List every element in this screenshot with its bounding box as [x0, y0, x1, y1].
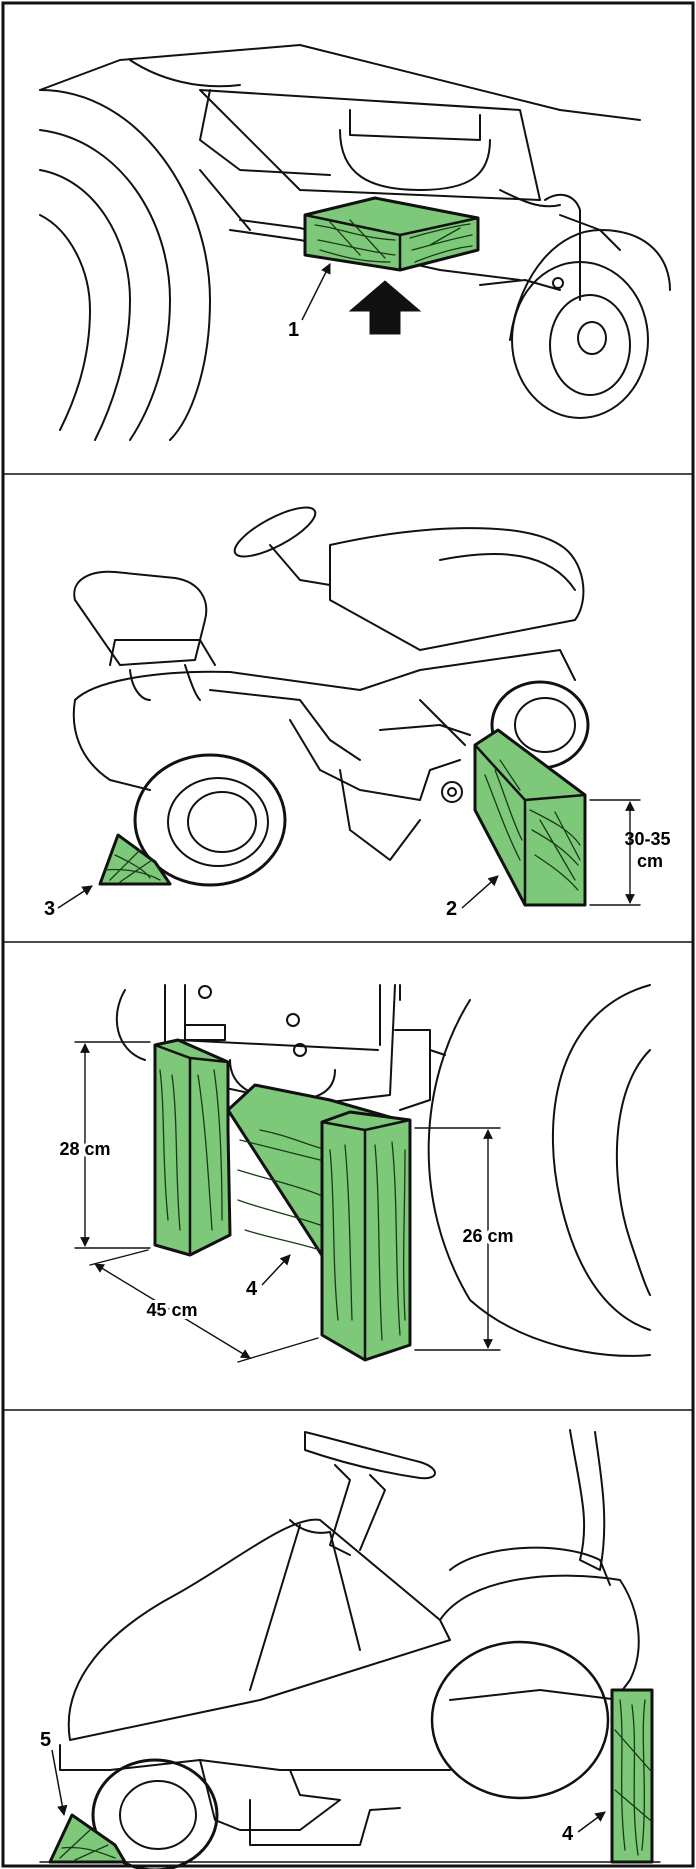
- dimension-30-35: 30-35 cm: [624, 829, 675, 871]
- up-arrow-icon: [348, 280, 422, 335]
- wedge-3: [98, 833, 172, 886]
- dimension-arrow-icon: [94, 1263, 251, 1359]
- label-3: 3: [44, 898, 55, 920]
- wood-block-2: [473, 728, 587, 907]
- leader-arrow-icon: [301, 263, 331, 321]
- label-5: 5: [40, 1729, 51, 1751]
- leader-arrow-icon: [577, 1811, 606, 1833]
- panel-3: 28 cm 26 cm 45 cm 4: [56, 984, 651, 1363]
- label-4: 4: [246, 1278, 258, 1300]
- label-2: 2: [446, 898, 457, 920]
- dimension-line-2: cm: [637, 851, 663, 871]
- leader-arrow-icon: [261, 1254, 291, 1286]
- stand-left-post: [153, 1038, 232, 1257]
- leader-arrow-icon: [57, 885, 93, 909]
- panel-1: 1: [39, 44, 671, 441]
- dimension-26cm: 26 cm: [462, 1226, 513, 1246]
- dimension-28cm: 28 cm: [59, 1139, 110, 1159]
- leader-arrow-icon: [461, 875, 499, 909]
- panel-4: 5 4: [39, 1429, 661, 1869]
- wood-block-4: [610, 1688, 654, 1864]
- leader-arrow-icon: [51, 1749, 68, 1817]
- panel-2: 30-35 cm 3 2: [44, 506, 675, 920]
- dimension-45cm: 45 cm: [146, 1300, 197, 1320]
- dimension-line-1: 30-35: [624, 829, 670, 849]
- label-4b: 4: [562, 1823, 574, 1845]
- label-1: 1: [288, 319, 299, 341]
